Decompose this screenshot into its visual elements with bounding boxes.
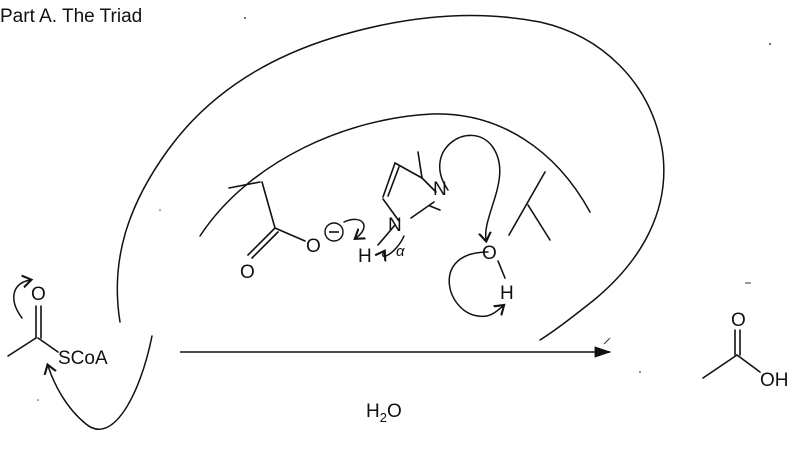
handwritten-alpha: α	[396, 243, 405, 260]
enzyme-boundary-loop	[116, 14, 665, 341]
acetyl-scoa-substrate	[7, 305, 59, 357]
serine-h-label: H	[500, 283, 514, 304]
figure-title: Part A. The Triad	[0, 6, 143, 27]
carboxylate-o2-label: O	[306, 236, 321, 257]
product-o-label: O	[731, 310, 746, 331]
imidazole-h-label: H	[358, 246, 372, 267]
negative-charge-icon	[324, 222, 344, 242]
reagent-water: H2O	[366, 401, 402, 425]
active-site-arc	[199, 113, 591, 237]
curly-arrow-carboxylate-to-h	[343, 218, 364, 238]
carboxylate-o1-label: O	[240, 262, 255, 283]
product-oh-label: OH	[760, 370, 789, 391]
curly-arrow-n-to-oh	[439, 134, 501, 240]
histidine-imidazole	[377, 151, 441, 246]
serine-o-label: O	[482, 243, 497, 264]
curly-arrow-oh-to-carbonyl	[448, 251, 503, 318]
curly-arrow-carbonyl-pi	[13, 280, 30, 319]
substrate-group-label: SCoA	[58, 348, 108, 369]
aspartate-carboxylate	[228, 181, 306, 259]
imidazole-n1-label: N	[388, 215, 402, 236]
imidazole-n3-label: N	[433, 179, 447, 200]
acetic-acid-product	[702, 329, 761, 379]
scan-specks	[37, 17, 771, 401]
curly-arrow-nh-bond	[383, 235, 405, 256]
serine-side-chain	[497, 171, 551, 279]
substrate-o-label: O	[31, 284, 46, 305]
curly-arrow-to-c-s	[48, 335, 153, 431]
